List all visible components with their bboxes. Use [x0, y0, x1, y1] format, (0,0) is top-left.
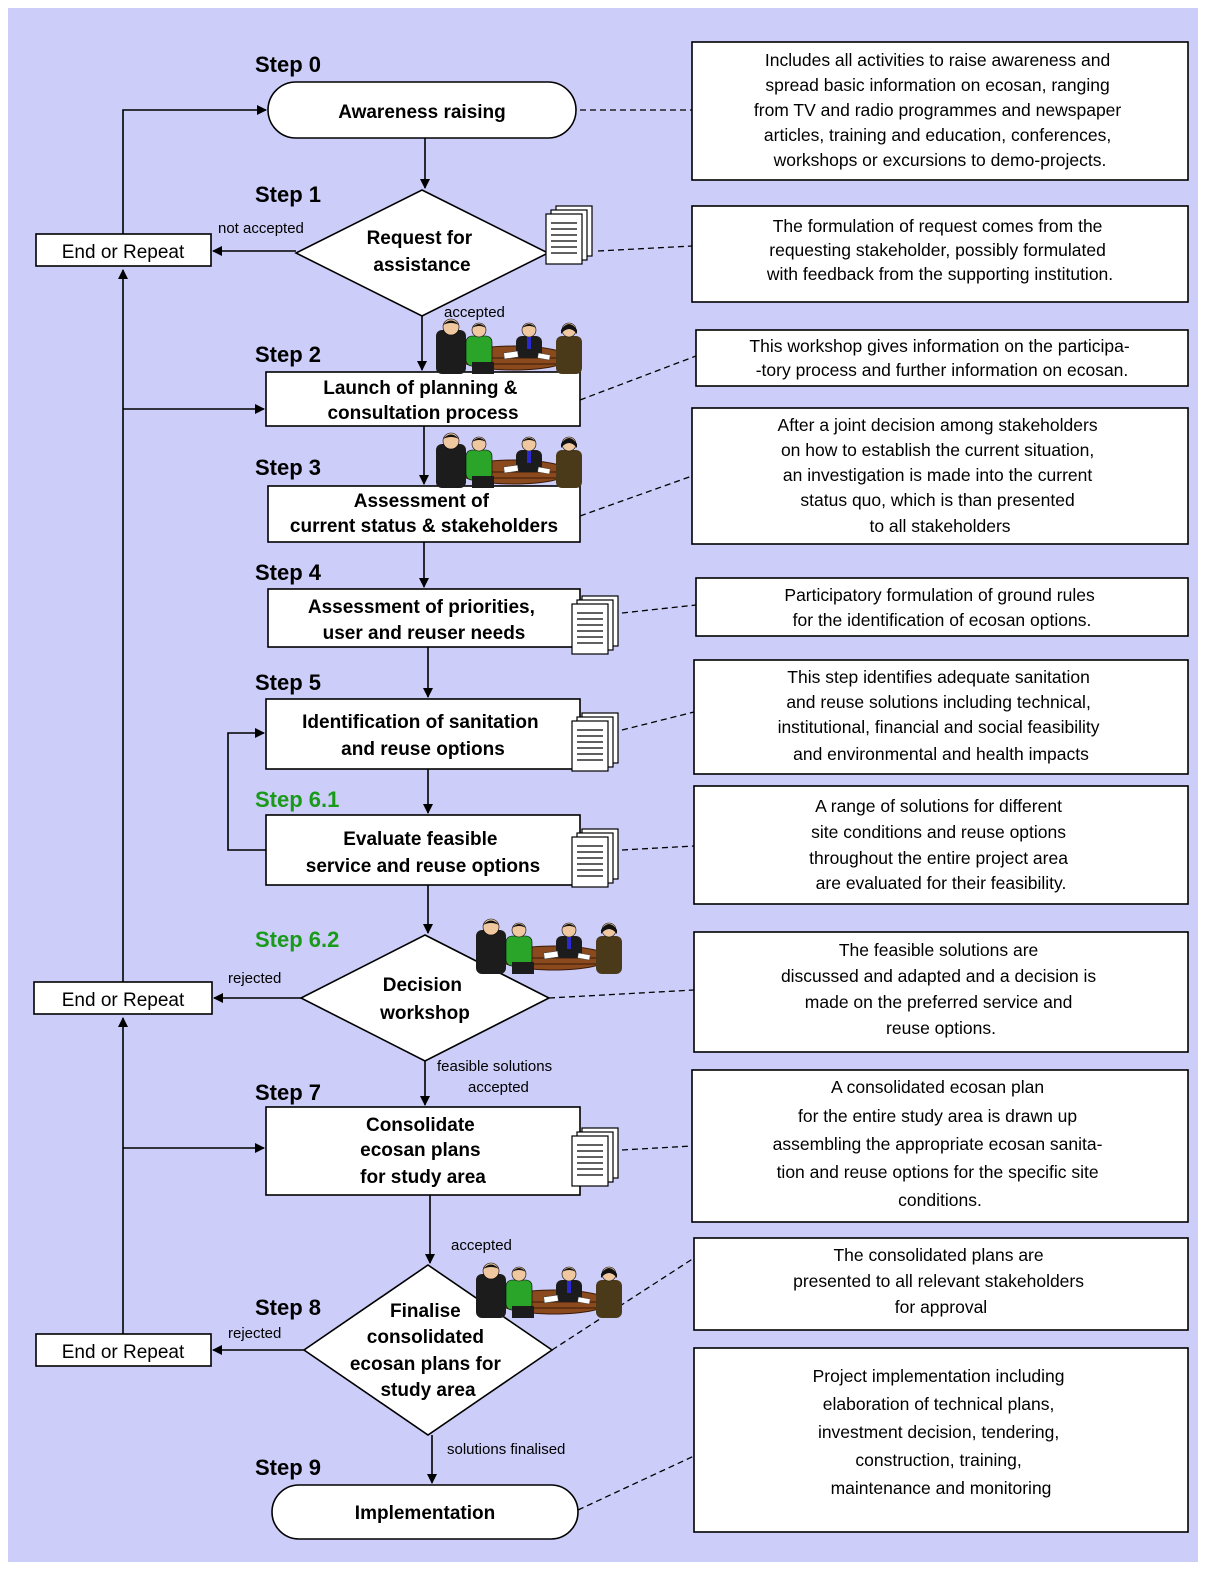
document-stack-icon — [571, 595, 619, 655]
end-or-repeat-box-3 — [35, 1333, 212, 1367]
process-implementation — [271, 1484, 579, 1540]
end-or-repeat-text-2: End or Repeat — [62, 990, 185, 1011]
step-8-label: Step 8 — [255, 1295, 321, 1320]
step-1-label: Step 1 — [255, 182, 321, 207]
process-evaluate-feasible-text: Evaluate feasible service and reuse opti… — [306, 829, 540, 877]
note-launch-text: This workshop gives information on the p… — [749, 336, 1134, 380]
note-identification-text: This step identifies adequate sanitation… — [778, 667, 1105, 764]
document-stack-icon — [571, 712, 619, 772]
process-evaluate-feasible — [265, 814, 581, 886]
note-implementation-text: Project implementation including elabora… — [813, 1366, 1070, 1498]
note-finalise-text: The consolidated plans are presented to … — [793, 1245, 1089, 1317]
document-stack-icon — [571, 828, 619, 888]
note-decision — [693, 931, 1189, 1053]
note-evaluate-text: A range of solutions for different site … — [809, 796, 1073, 893]
decision-request-for-assistance-text: Request for assistance — [367, 228, 478, 276]
process-consolidate-plans — [265, 1106, 581, 1196]
step-6-2-label: Step 6.2 — [255, 927, 339, 952]
process-assessment-status-text: Assessment of current status & stakehold… — [290, 491, 558, 537]
process-assessment-priorities-text: Assessment of priorities, user and reuse… — [308, 597, 540, 644]
note-assessment-status — [691, 407, 1189, 545]
process-implementation-text: Implementation — [355, 1503, 495, 1524]
step-4-label: Step 4 — [255, 560, 322, 585]
step-2-label: Step 2 — [255, 342, 321, 367]
note-decision-text: The feasible solutions are discussed and… — [781, 940, 1101, 1038]
label-solutions-finalised: solutions finalised — [447, 1441, 565, 1458]
decision-finalise-plans-text: Finalise consolidated ecosan plans for s… — [350, 1301, 506, 1401]
document-stack-icon — [571, 1127, 619, 1187]
process-awareness-raising — [267, 81, 577, 139]
note-priorities-text: Participatory formulation of ground rule… — [784, 585, 1099, 630]
step-3-label: Step 3 — [255, 455, 321, 480]
document-stack-icon — [545, 205, 593, 265]
step-9-label: Step 9 — [255, 1455, 321, 1480]
process-awareness-raising-text: Awareness raising — [338, 102, 506, 123]
note-identification — [693, 659, 1189, 775]
note-consolidate-text: A consolidated ecosan plan for the entir… — [773, 1077, 1108, 1210]
note-launch — [695, 329, 1189, 387]
label-rejected-1: rejected — [228, 970, 281, 987]
note-finalise — [693, 1237, 1189, 1331]
note-request-text: The formulation of request comes from th… — [766, 216, 1113, 284]
feedback-arrows — [118, 105, 304, 1355]
end-or-repeat-text-3: End or Repeat — [62, 1342, 185, 1363]
process-identification-options — [265, 698, 581, 770]
end-or-repeat-box-2 — [33, 981, 213, 1015]
step-5-label: Step 5 — [255, 670, 321, 695]
process-assessment-priorities — [267, 588, 581, 648]
note-consolidate — [691, 1069, 1189, 1223]
process-launch-planning-text: Launch of planning & consultation proces… — [323, 378, 522, 424]
step-6-1-label: Step 6.1 — [255, 787, 339, 812]
process-consolidate-plans-text: Consolidate ecosan plans for study area — [360, 1115, 486, 1188]
process-identification-options-text: Identification of sanitation and reuse o… — [302, 712, 544, 760]
step-7-label: Step 7 — [255, 1080, 321, 1105]
note-request — [691, 205, 1189, 303]
end-or-repeat-text-1: End or Repeat — [62, 242, 185, 263]
note-assessment-status-text: After a joint decision among stakeholder… — [778, 415, 1103, 536]
label-rejected-2: rejected — [228, 1325, 281, 1342]
note-priorities — [695, 577, 1189, 637]
step-0-label: Step 0 — [255, 52, 321, 77]
label-feasible-solutions: feasible solutions accepted — [437, 1058, 556, 1096]
label-accepted-2: accepted — [451, 1237, 512, 1254]
label-accepted-1: accepted — [444, 304, 505, 321]
decision-workshop-text: Decision workshop — [379, 975, 470, 1024]
note-evaluate — [693, 785, 1189, 905]
note-implementation — [693, 1347, 1189, 1533]
note-awareness — [691, 41, 1189, 181]
main-flow-arrows — [417, 138, 437, 1484]
dashed-connectors — [548, 109, 697, 1511]
note-awareness-text: Includes all activities to raise awarene… — [754, 50, 1126, 170]
process-launch-planning — [265, 371, 581, 427]
process-assessment-status — [267, 485, 581, 543]
label-not-accepted: not accepted — [218, 220, 304, 237]
